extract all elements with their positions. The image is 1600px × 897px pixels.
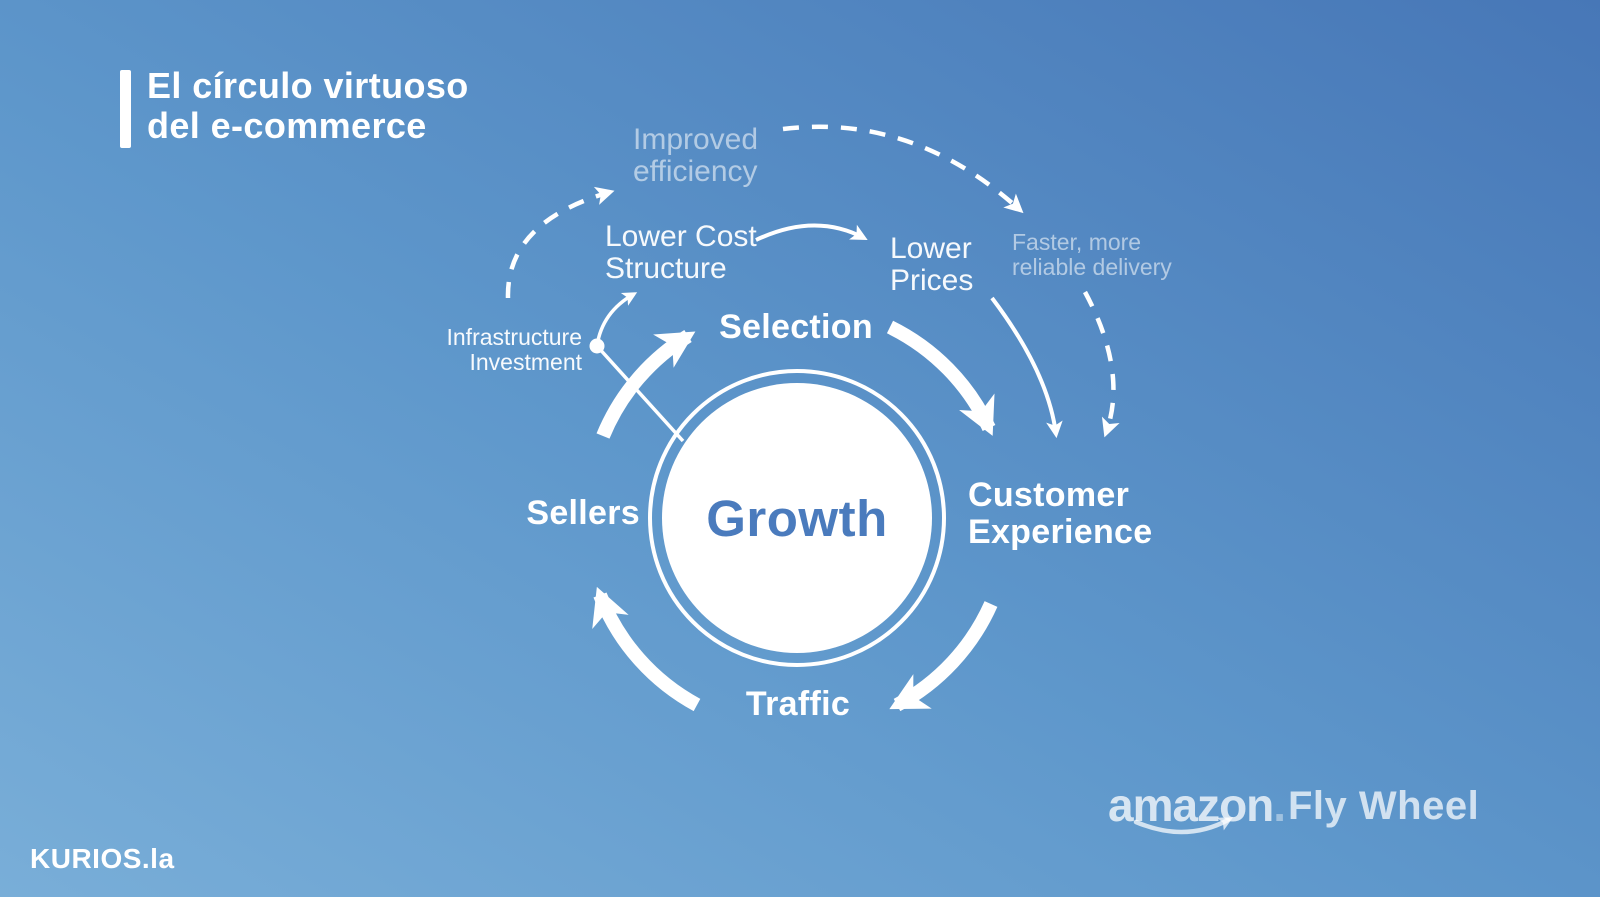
node-customer-experience: Customer Experience <box>968 476 1153 551</box>
label-faster-delivery: Faster, more reliable delivery <box>1012 229 1172 280</box>
flywheel-wordmark: Fly Wheel <box>1288 784 1480 828</box>
growth-center-label: Growth <box>706 490 888 547</box>
arrow-lower-prices-to-customer-experience <box>990 296 1063 439</box>
infrastructure-dot <box>589 338 605 354</box>
node-sellers: Sellers <box>526 494 640 532</box>
dashed-arrow-infrastructure-to-improved-efficiency <box>505 186 615 299</box>
title-accent-bar <box>120 70 131 148</box>
page-title: El círculo virtuoso del e-commerce <box>147 66 469 146</box>
page-title-line2: del e-commerce <box>147 105 427 146</box>
dashed-arrow-faster-delivery-to-customer-experience <box>1083 290 1120 438</box>
dashed-arrow-improved-efficiency-to-faster-delivery <box>782 124 1024 214</box>
arrow-selection-to-customer-experience <box>886 320 996 436</box>
label-lower-prices: Lower Prices <box>890 232 974 297</box>
label-infrastructure-investment: Infrastructure Investment <box>446 324 583 375</box>
amazon-smile-icon <box>1133 817 1234 835</box>
arrow-customer-experience-to-traffic <box>889 601 998 712</box>
node-traffic: Traffic <box>745 685 851 723</box>
arrow-traffic-to-sellers <box>592 586 701 712</box>
arrow-lower-cost-to-lower-prices <box>755 223 868 242</box>
amazon-wordmark-dot: . <box>1273 779 1286 831</box>
growth-disc <box>662 383 932 653</box>
line-infrastructure-to-growth <box>595 344 685 443</box>
amazon-wordmark: amazon <box>1108 779 1274 831</box>
growth-ring <box>648 369 946 667</box>
page-title-line1: El círculo virtuoso <box>147 65 469 106</box>
arrow-sellers-to-selection <box>596 330 696 439</box>
label-lower-cost-structure: Lower Cost Structure <box>605 220 757 285</box>
kurios-watermark: KURIOS.la <box>30 843 175 874</box>
node-selection: Selection <box>719 308 873 346</box>
arrow-infrastructure-to-lower-cost <box>595 292 638 347</box>
amazon-logo: amazon. <box>1108 778 1286 832</box>
label-improved-efficiency: Improved efficiency <box>633 123 759 188</box>
